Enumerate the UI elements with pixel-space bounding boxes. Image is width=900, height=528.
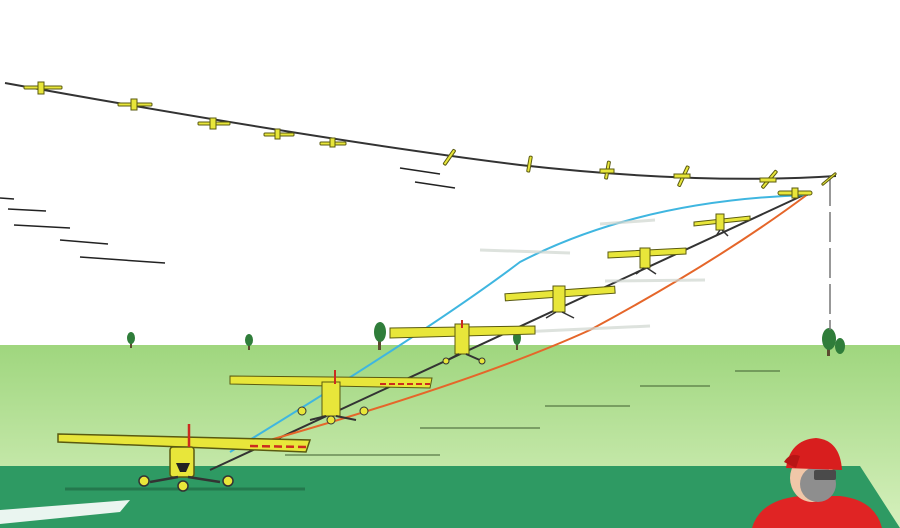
aircraft-icon bbox=[504, 285, 616, 319]
aircraft-icon bbox=[526, 155, 533, 173]
aircraft-icon bbox=[599, 160, 615, 180]
tree-icon bbox=[374, 322, 386, 350]
aircraft-icon bbox=[389, 320, 536, 365]
sky bbox=[0, 0, 900, 345]
ghost-planes bbox=[479, 218, 706, 334]
ghost-lines bbox=[0, 167, 456, 264]
aircraft-icon bbox=[197, 117, 231, 130]
tree-icon bbox=[127, 332, 135, 348]
aircraft-icon bbox=[759, 169, 778, 189]
aircraft-icon bbox=[319, 137, 347, 148]
runway-marking bbox=[0, 500, 130, 524]
aircraft-icon bbox=[693, 213, 751, 237]
aircraft-icon bbox=[23, 81, 63, 95]
aircraft-icon bbox=[229, 370, 433, 425]
upper-aircraft-group bbox=[23, 81, 837, 189]
tree-icon bbox=[822, 328, 845, 356]
aircraft-icon bbox=[607, 247, 687, 275]
aircraft-icon bbox=[673, 165, 691, 187]
pilot-icon bbox=[752, 438, 882, 528]
aircraft-icon bbox=[57, 424, 312, 492]
aircraft-icon bbox=[263, 128, 295, 140]
aircraft-icon bbox=[821, 172, 837, 186]
aircraft-icon bbox=[117, 98, 153, 111]
tree-icon bbox=[245, 334, 253, 350]
aircraft-icon bbox=[777, 187, 813, 199]
aircraft-icon bbox=[442, 148, 456, 166]
flight-path-upper bbox=[4, 82, 837, 180]
